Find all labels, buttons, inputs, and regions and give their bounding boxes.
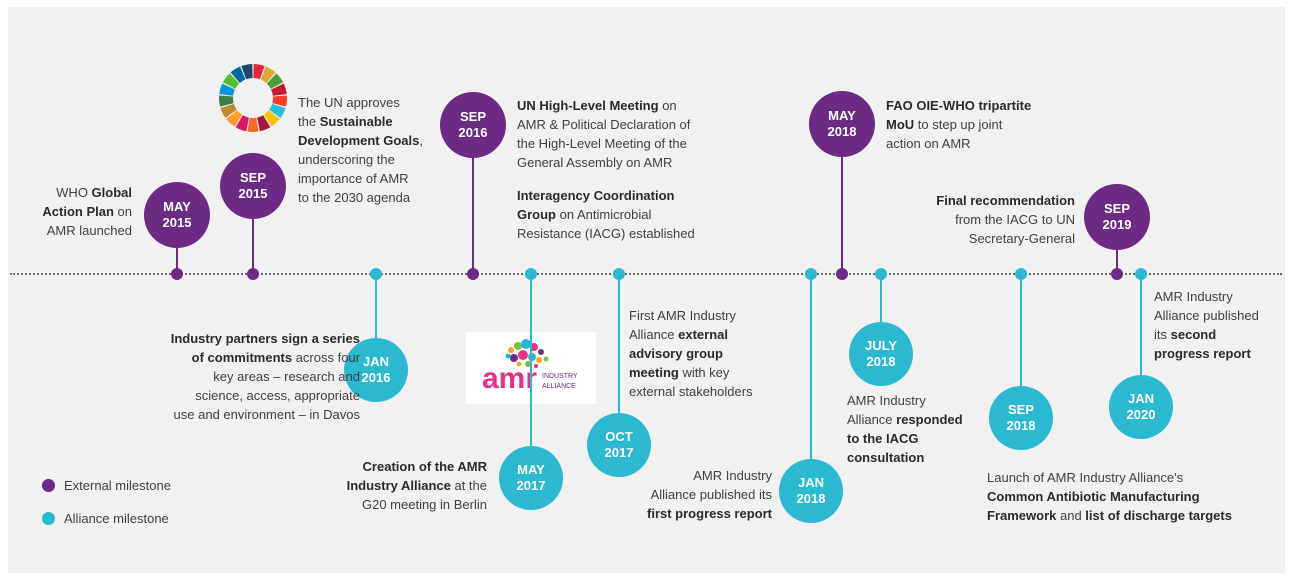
- legend-external-dot: [42, 479, 55, 492]
- sdg-wheel-segment: [226, 110, 243, 127]
- date-month: SEP: [459, 109, 486, 124]
- date-year: 2015: [162, 215, 192, 230]
- milestone-stem-jul2018: [880, 274, 882, 322]
- date-month: OCT: [605, 429, 633, 444]
- date-year: 2017: [516, 478, 546, 493]
- date-month: SEP: [1007, 402, 1034, 417]
- milestone-stem-sep2015: [252, 219, 254, 274]
- sdg-wheel-segment: [253, 64, 265, 80]
- axis-dot-jul2018: [875, 268, 887, 280]
- milestone-stem-sep2019: [1116, 250, 1118, 274]
- axis-dot-jan2016: [370, 268, 382, 280]
- axis-dot-sep2018: [1015, 268, 1027, 280]
- axis-dot-may2018: [836, 268, 848, 280]
- date-year: 2019: [1102, 217, 1132, 232]
- milestone-stem-sep2016: [472, 158, 474, 274]
- sdg-wheel-segment: [260, 66, 276, 83]
- sdg-wheel-segment: [230, 66, 246, 83]
- legend-external-label: External milestone: [64, 478, 171, 493]
- sdg-wheel-segment: [269, 103, 286, 118]
- milestone-stem-oct2017: [618, 274, 620, 413]
- date-year: 2018: [866, 354, 896, 369]
- axis-dot-sep2016: [467, 268, 479, 280]
- axis-dot-sep2019: [1111, 268, 1123, 280]
- date-month: SEP: [1103, 201, 1130, 216]
- date-year: 2015: [238, 186, 268, 201]
- date-year: 2018: [827, 124, 857, 139]
- sdg-wheel-segment: [241, 64, 253, 80]
- axis-dot-jan2018: [805, 268, 817, 280]
- date-month: MAY: [163, 199, 191, 214]
- date-year: 2020: [1126, 407, 1156, 422]
- date-month: JAN: [797, 475, 824, 490]
- date-month: SEP: [239, 170, 266, 185]
- logo-industry-text: INDUSTRY: [542, 373, 578, 380]
- sdg-wheel-segment: [247, 117, 259, 132]
- date-year: 2018: [1006, 418, 1036, 433]
- sdg-wheel-segment: [219, 83, 235, 96]
- milestone-stem-sep2018: [1020, 274, 1022, 386]
- sdg-wheel-segment: [257, 115, 271, 132]
- date-month: JAN: [1127, 391, 1154, 406]
- sdg-wheel-segment: [272, 95, 287, 107]
- axis-dot-may2017: [525, 268, 537, 280]
- axis-dot-oct2017: [613, 268, 625, 280]
- date-year: 2017: [604, 445, 634, 460]
- milestone-stem-jan2020: [1140, 274, 1142, 375]
- logo-alliance-text: ALLIANCE: [542, 383, 576, 390]
- sdg-wheel-segment: [220, 103, 237, 118]
- logo-amr-text: amr: [482, 362, 537, 395]
- date-month: JAN: [362, 354, 389, 369]
- milestone-stem-may2015: [176, 248, 178, 274]
- axis-dot-sep2015: [247, 268, 259, 280]
- date-month: MAY: [517, 462, 545, 477]
- sdg-wheel-segment: [271, 83, 287, 96]
- date-year: 2018: [796, 491, 826, 506]
- milestone-stem-jan2018: [810, 274, 812, 459]
- sdg-wheel-segment: [266, 73, 284, 89]
- milestone-stem-jan2016: [375, 274, 377, 338]
- legend-alliance-dot: [42, 512, 55, 525]
- sdg-wheel-icon: [219, 64, 287, 132]
- axis-dot-jan2020: [1135, 268, 1147, 280]
- sdg-wheel-segment: [222, 73, 240, 89]
- milestone-stem-may2018: [841, 157, 843, 274]
- timeline-axis: [10, 273, 1282, 275]
- date-month: MAY: [828, 108, 856, 123]
- date-year: 2016: [361, 370, 391, 385]
- axis-dot-may2015: [171, 268, 183, 280]
- legend-alliance-label: Alliance milestone: [64, 511, 169, 526]
- sdg-wheel-segment: [219, 95, 234, 107]
- sdg-wheel-segment: [235, 115, 249, 132]
- sdg-wheel-segment: [263, 110, 280, 127]
- date-month: JULY: [864, 338, 898, 353]
- date-year: 2016: [458, 125, 488, 140]
- milestone-stem-may2017: [530, 274, 532, 446]
